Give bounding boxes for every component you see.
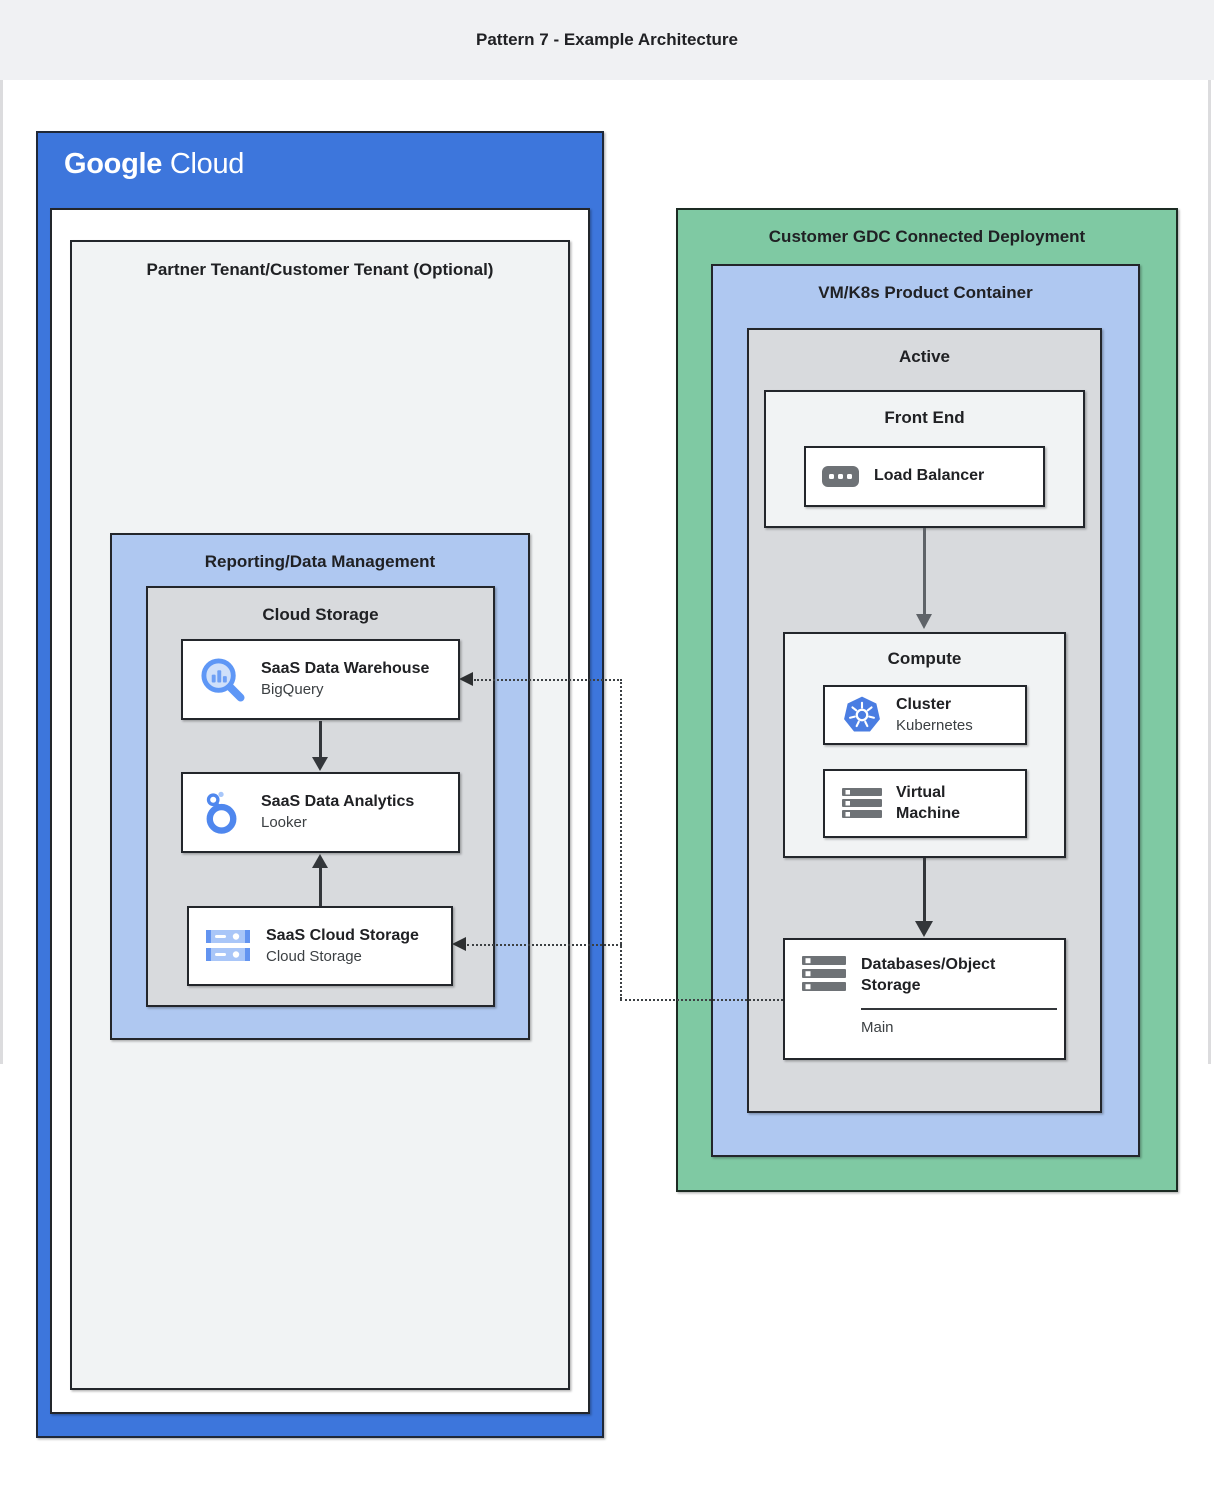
saas-data-warehouse-subtitle: BigQuery xyxy=(261,681,324,699)
arrowhead-left-icon xyxy=(459,672,473,686)
vm-k8s-title: VM/K8s Product Container xyxy=(818,283,1033,302)
active-title: Active xyxy=(898,347,951,366)
saas-data-analytics-subtitle: Looker xyxy=(261,814,307,832)
cluster-title: Cluster xyxy=(896,695,952,713)
dotted-link-vertical xyxy=(620,679,622,999)
saas-data-analytics-title: SaaS Data Analytics xyxy=(261,793,415,811)
saas-data-warehouse-card: SaaS Data Warehouse BigQuery xyxy=(181,639,460,720)
arrow-storage-to-analytics xyxy=(319,868,322,906)
diagram-title-band: Pattern 7 - Example Architecture xyxy=(0,0,1214,80)
reporting-title: Reporting/Data Management xyxy=(204,552,436,571)
databases-object-storage-card: Databases/Object Storage Main xyxy=(783,938,1066,1060)
object-storage-icon xyxy=(801,955,847,993)
arrow-warehouse-to-analytics xyxy=(319,721,322,758)
gdc-deployment-title: Customer GDC Connected Deployment xyxy=(768,227,1086,246)
saas-cloud-storage-card: SaaS Cloud Storage Cloud Storage xyxy=(187,906,453,986)
diagram-title: Pattern 7 - Example Architecture xyxy=(475,30,738,49)
page-edge-left xyxy=(0,80,3,1064)
cloud-storage-group-title: Cloud Storage xyxy=(262,605,379,624)
arrowhead-down-icon xyxy=(915,921,933,937)
arrow-compute-to-databases xyxy=(923,858,926,922)
arrowhead-down-icon xyxy=(312,757,328,771)
dotted-link-db-horizontal xyxy=(620,999,783,1001)
arrowhead-down-icon xyxy=(916,614,932,629)
bigquery-icon xyxy=(199,656,246,703)
google-cloud-logo-word2: Cloud xyxy=(169,148,245,180)
databases-object-storage-title: Databases/Object Storage xyxy=(861,956,996,994)
databases-main-label: Main xyxy=(861,1018,894,1036)
virtual-machine-title: Virtual Machine xyxy=(896,783,961,822)
dotted-link-db-to-warehouse xyxy=(474,679,622,681)
looker-icon xyxy=(199,789,246,836)
cloud-storage-icon xyxy=(205,929,251,963)
saas-cloud-storage-title: SaaS Cloud Storage xyxy=(266,926,419,944)
arrow-frontend-to-compute xyxy=(923,528,926,615)
load-balancer-icon xyxy=(822,466,859,487)
front-end-title: Front End xyxy=(884,408,965,427)
kubernetes-icon xyxy=(841,694,883,736)
compute-title: Compute xyxy=(887,649,962,668)
cluster-card: Cluster Kubernetes xyxy=(823,685,1027,745)
google-cloud-logo: Google Cloud xyxy=(64,148,244,181)
load-balancer-label: Load Balancer xyxy=(874,467,985,485)
arrowhead-left-icon xyxy=(452,937,466,951)
saas-data-warehouse-title: SaaS Data Warehouse xyxy=(261,660,430,678)
virtual-machine-card: Virtual Machine xyxy=(823,769,1027,838)
load-balancer-card: Load Balancer xyxy=(804,446,1045,507)
saas-data-analytics-card: SaaS Data Analytics Looker xyxy=(181,772,460,853)
dotted-link-db-to-storage xyxy=(467,944,622,946)
databases-divider xyxy=(861,1007,1057,1010)
google-cloud-logo-word1: Google xyxy=(64,148,163,180)
virtual-machine-icon xyxy=(841,787,883,820)
partner-tenant-title: Partner Tenant/Customer Tenant (Optional… xyxy=(146,260,494,279)
page-edge-right xyxy=(1208,80,1211,1064)
arrowhead-up-icon xyxy=(312,854,328,868)
saas-cloud-storage-subtitle: Cloud Storage xyxy=(266,947,362,965)
cluster-subtitle: Kubernetes xyxy=(896,716,973,734)
